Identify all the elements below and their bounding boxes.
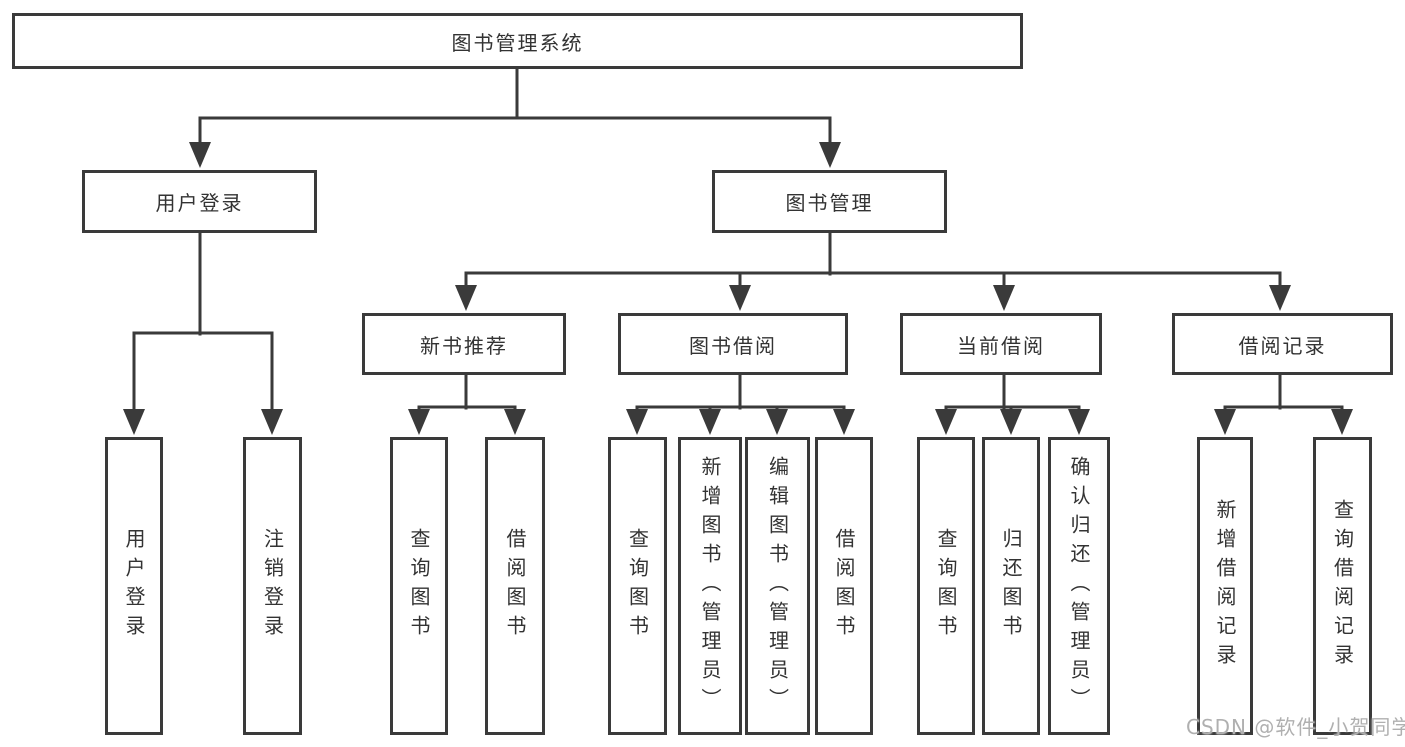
node-user-login-group-label: 用户登录 xyxy=(155,191,244,215)
node-return-books-label: 归还图书 xyxy=(999,528,1023,644)
node-search-borrow-record: 查询借阅记录 xyxy=(1313,437,1372,735)
node-book-borrow-label: 图书借阅 xyxy=(689,333,777,358)
node-borrow-search-books: 查询图书 xyxy=(608,437,667,735)
node-add-borrow-record-label: 新增借阅记录 xyxy=(1213,499,1237,673)
node-root: 图书管理系统 xyxy=(12,13,1023,69)
node-return-books: 归还图书 xyxy=(982,437,1040,735)
node-borrow-records-label: 借阅记录 xyxy=(1238,333,1327,358)
node-confirm-return-admin: 确认归还（管理员） xyxy=(1048,437,1110,735)
node-add-borrow-record: 新增借阅记录 xyxy=(1197,437,1253,735)
node-borrow-books-label: 借阅图书 xyxy=(832,528,856,644)
arrowhead-down-icon xyxy=(833,409,855,435)
arrowhead-down-icon xyxy=(819,142,841,168)
arrowhead-down-icon xyxy=(189,142,211,168)
node-new-book-recommend-label: 新书推荐 xyxy=(420,333,508,358)
arrowhead-down-icon xyxy=(993,285,1015,311)
arrowhead-down-icon xyxy=(123,409,145,435)
node-add-books-admin: 新增图书（管理员） xyxy=(678,437,742,735)
node-user-login-label: 用户登录 xyxy=(122,528,146,644)
node-recommend-borrow-books-label: 借阅图书 xyxy=(503,528,527,644)
node-current-borrow-label: 当前借阅 xyxy=(957,333,1045,358)
arrowhead-down-icon xyxy=(1269,285,1291,311)
node-current-search-books: 查询图书 xyxy=(917,437,975,735)
arrowhead-down-icon xyxy=(261,409,283,435)
node-confirm-return-admin-label: 确认归还（管理员） xyxy=(1067,455,1091,717)
node-book-management: 图书管理 xyxy=(712,170,947,233)
arrowhead-down-icon xyxy=(1000,409,1022,435)
node-recommend-search-books-label: 查询图书 xyxy=(407,528,431,644)
arrowhead-down-icon xyxy=(1214,409,1236,435)
node-logout-label: 注销登录 xyxy=(260,528,285,644)
node-borrow-search-books-label: 查询图书 xyxy=(625,528,650,644)
node-logout: 注销登录 xyxy=(243,437,302,735)
node-book-management-label: 图书管理 xyxy=(785,191,874,215)
node-add-books-admin-label: 新增图书（管理员） xyxy=(698,455,722,717)
node-recommend-borrow-books: 借阅图书 xyxy=(485,437,545,735)
node-user-login-group: 用户登录 xyxy=(82,170,317,233)
node-search-borrow-record-label: 查询借阅记录 xyxy=(1330,499,1355,673)
node-current-search-books-label: 查询图书 xyxy=(934,528,958,644)
node-book-borrow: 图书借阅 xyxy=(618,313,848,375)
arrowhead-down-icon xyxy=(626,409,648,435)
arrowhead-down-icon xyxy=(408,409,430,435)
node-root-label: 图书管理系统 xyxy=(451,30,584,55)
arrowhead-down-icon xyxy=(455,285,477,311)
node-recommend-search-books: 查询图书 xyxy=(390,437,448,735)
node-borrow-records: 借阅记录 xyxy=(1172,313,1393,375)
arrowhead-down-icon xyxy=(1068,409,1090,435)
arrowhead-down-icon xyxy=(504,409,526,435)
node-borrow-books: 借阅图书 xyxy=(815,437,873,735)
arrowhead-down-icon xyxy=(1331,409,1353,435)
csdn-watermark: CSDN @软件_小贺同学 xyxy=(1186,715,1405,739)
arrowhead-down-icon xyxy=(699,409,721,435)
node-edit-books-admin: 编辑图书（管理员） xyxy=(745,437,810,735)
node-edit-books-admin-label: 编辑图书（管理员） xyxy=(765,455,790,717)
node-new-book-recommend: 新书推荐 xyxy=(362,313,566,375)
node-user-login: 用户登录 xyxy=(105,437,163,735)
arrowhead-down-icon xyxy=(935,409,957,435)
node-current-borrow: 当前借阅 xyxy=(900,313,1102,375)
arrowhead-down-icon xyxy=(766,409,788,435)
arrowhead-down-icon xyxy=(729,285,751,311)
